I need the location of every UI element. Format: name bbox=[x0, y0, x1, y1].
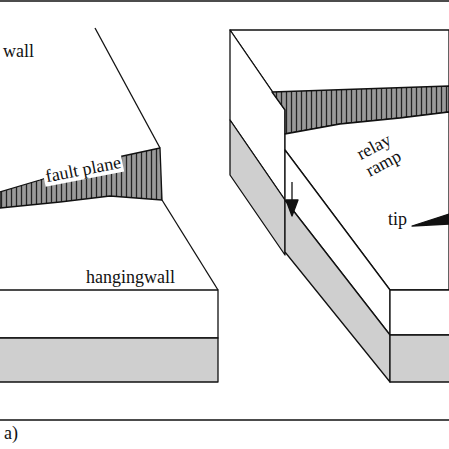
footwall-edge bbox=[95, 28, 160, 148]
hangingwall-label: hangingwall bbox=[86, 268, 175, 287]
slip-arrowhead bbox=[286, 200, 298, 216]
frame-line bbox=[0, 0, 449, 1]
grey-layer bbox=[230, 120, 285, 255]
frame-line bbox=[0, 419, 449, 420]
fault-plane bbox=[0, 148, 162, 208]
front-face bbox=[390, 290, 449, 335]
grey-layer bbox=[285, 200, 390, 382]
footwall-label: wall bbox=[3, 42, 34, 61]
panel-letter: a) bbox=[4, 424, 18, 443]
grey-layer bbox=[0, 338, 218, 382]
front-face bbox=[0, 290, 218, 338]
tip-label: tip bbox=[386, 210, 409, 229]
grey-layer bbox=[390, 335, 449, 382]
fault-tip bbox=[412, 214, 449, 226]
